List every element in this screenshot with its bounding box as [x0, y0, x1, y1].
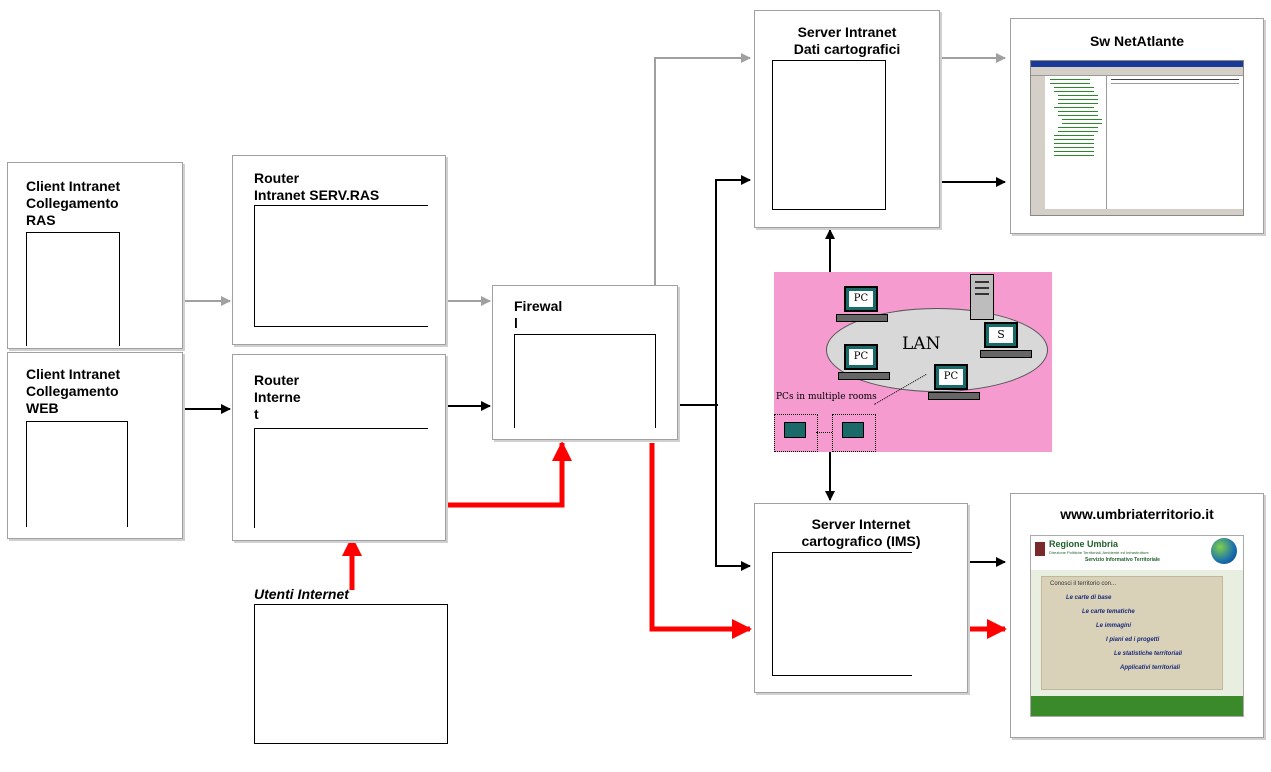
router-internet-label: Router Interne t: [254, 372, 301, 422]
arrow-firewall-to-server-internet-red: [649, 443, 752, 639]
server-tower-icon: [970, 274, 994, 320]
website-item-3: I piani ed i progetti: [1106, 637, 1160, 643]
lan-diagram: LAN PC PC S PC PCs in multiple rooms: [774, 272, 1052, 452]
firewall-label: Firewal l: [514, 298, 563, 331]
arrow-firewall-to-server-internet: [715, 405, 751, 571]
server-internet-label: Server Internet cartografico (IMS): [801, 516, 921, 549]
server-intranet-placeholder: [772, 60, 886, 210]
netatlante-list: [1111, 79, 1239, 80]
utenti-label: Utenti Internet: [254, 586, 349, 602]
small-pc-icon: [784, 422, 806, 438]
netatlante-tree: [1046, 76, 1107, 211]
website-screenshot: Regione Umbria Direzione Politiche Terri…: [1030, 535, 1244, 717]
website-item-1: Le carte tematiche: [1082, 609, 1135, 615]
website-title: Regione Umbria: [1049, 539, 1119, 549]
website-intro: Conosci il territorio con...: [1050, 581, 1117, 587]
website-logo: [1035, 542, 1045, 556]
netatlante-screenshot: [1030, 60, 1244, 216]
website-header: Regione Umbria Direzione Politiche Terri…: [1031, 536, 1243, 570]
arrow-firewall-to-server-intranet-black: [715, 175, 751, 405]
utenti-placeholder: [254, 604, 448, 744]
arrow-firewall-to-server-intranet: [654, 53, 751, 285]
pc-icon: PC: [844, 344, 878, 370]
arrow-router-to-firewall-red: [447, 441, 572, 508]
website-item-0: Le carte di base: [1066, 595, 1112, 601]
server-icon: S: [984, 322, 1018, 348]
lan-label: LAN: [902, 334, 941, 354]
router-intranet-label: Router Intranet SERV.RAS: [254, 170, 380, 203]
website-label: www.umbriaterritorio.it: [1060, 506, 1214, 522]
client-web-box: [7, 352, 183, 539]
pc-icon: PC: [844, 286, 878, 312]
firewall-box: [492, 285, 678, 440]
website-subtitle1: Direzione Politiche Territoriali, Ambien…: [1049, 550, 1149, 555]
server-internet-box: [754, 503, 968, 693]
website-body: Conosci il territorio con... Le carte di…: [1041, 576, 1223, 690]
router-internet-placeholder: [254, 428, 428, 528]
server-internet-placeholder: [772, 552, 912, 676]
netatlante-titlebar: [1031, 61, 1243, 67]
website-item-2: Le immagini: [1096, 623, 1132, 629]
website-item-5: Applicativi territoriali: [1120, 665, 1181, 671]
server-keyboard: [980, 350, 1032, 358]
firewall-placeholder: [514, 334, 656, 428]
server-intranet-label: Server Intranet Dati cartografici: [793, 24, 901, 57]
client-web-placeholder: [26, 421, 128, 527]
small-pc-icon: [842, 422, 864, 438]
website-globe-icon: [1211, 538, 1237, 564]
server-intranet-box: [754, 10, 940, 228]
pcs-caption: PCs in multiple rooms: [776, 392, 877, 402]
netatlante-sidebar: [1031, 76, 1045, 215]
website-item-4: Le statistiche territoriali: [1114, 651, 1183, 657]
netatlante-statusbar: [1031, 209, 1243, 215]
client-ras-label: Client Intranet Collegamento RAS: [26, 178, 121, 228]
website-footer: [1031, 696, 1243, 716]
client-ras-placeholder: [26, 232, 120, 346]
router-intranet-placeholder: [254, 205, 428, 327]
pc-keyboard: [838, 372, 890, 380]
router-internet-box: [232, 354, 446, 541]
room-box: [832, 414, 876, 452]
pc-icon: PC: [934, 364, 968, 390]
room-link: [816, 432, 832, 433]
website-subtitle2: Servizio Informativo Territoriale: [1085, 557, 1160, 563]
router-intranet-box: [232, 155, 446, 345]
client-web-label: Client Intranet Collegamento WEB: [26, 366, 121, 416]
pc-keyboard: [928, 392, 980, 400]
netatlante-toolbar: [1031, 67, 1243, 76]
client-ras-box: [7, 162, 183, 349]
pc-keyboard: [836, 314, 888, 322]
room-box: [774, 414, 818, 452]
netatlante-label: Sw NetAtlante: [1089, 33, 1185, 49]
